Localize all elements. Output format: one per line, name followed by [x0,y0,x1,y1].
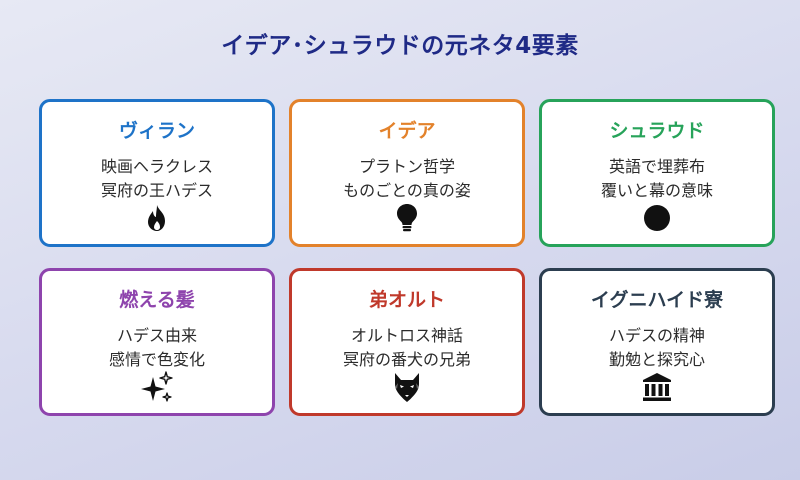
card-title: ヴィラン [118,120,195,142]
sparkles-icon [140,370,174,404]
diagram-title: イデア･シュラウドの元ネタ4要素 [221,33,579,59]
card-line: 冥府の王ハデス [100,181,213,200]
flame-icon [140,201,174,235]
card-line: オルトロス神話 [350,326,463,345]
card-line: プラトン哲学 [358,157,455,176]
wolf-icon [390,370,424,404]
card-line: 英語で埋葬布 [608,157,705,176]
card-line: 勤勉と探究心 [608,350,705,369]
card-title: イグニハイド寮 [590,289,724,311]
card-title: 燃える髪 [119,289,195,311]
card-shroud: シュラウド 英語で埋葬布 覆いと幕の意味 [539,99,775,247]
card-line: ハデス由来 [116,326,197,345]
card-burning-hair: 燃える髪 ハデス由来 感情で色変化 [39,268,275,416]
card-title: 弟オルト [368,289,445,311]
card-villain: ヴィラン 映画ヘラクレス 冥府の王ハデス [39,99,275,247]
card-line: 映画ヘラクレス [100,157,213,176]
card-line: ハデスの精神 [608,326,705,345]
card-line: 覆いと幕の意味 [600,181,713,200]
circle-icon [640,201,674,235]
card-line: 感情で色変化 [108,350,205,369]
card-title: シュラウド [609,120,705,142]
card-line: ものごとの真の姿 [343,181,471,200]
card-title: イデア [378,120,436,142]
card-brother-ortho: 弟オルト オルトロス神話 冥府の番犬の兄弟 [289,268,525,416]
card-idea: イデア プラトン哲学 ものごとの真の姿 [289,99,525,247]
lightbulb-icon [390,201,424,235]
card-ignihyde-dorm: イグニハイド寮 ハデスの精神 勤勉と探究心 [539,268,775,416]
card-line: 冥府の番犬の兄弟 [342,350,471,369]
building-icon [640,370,674,404]
